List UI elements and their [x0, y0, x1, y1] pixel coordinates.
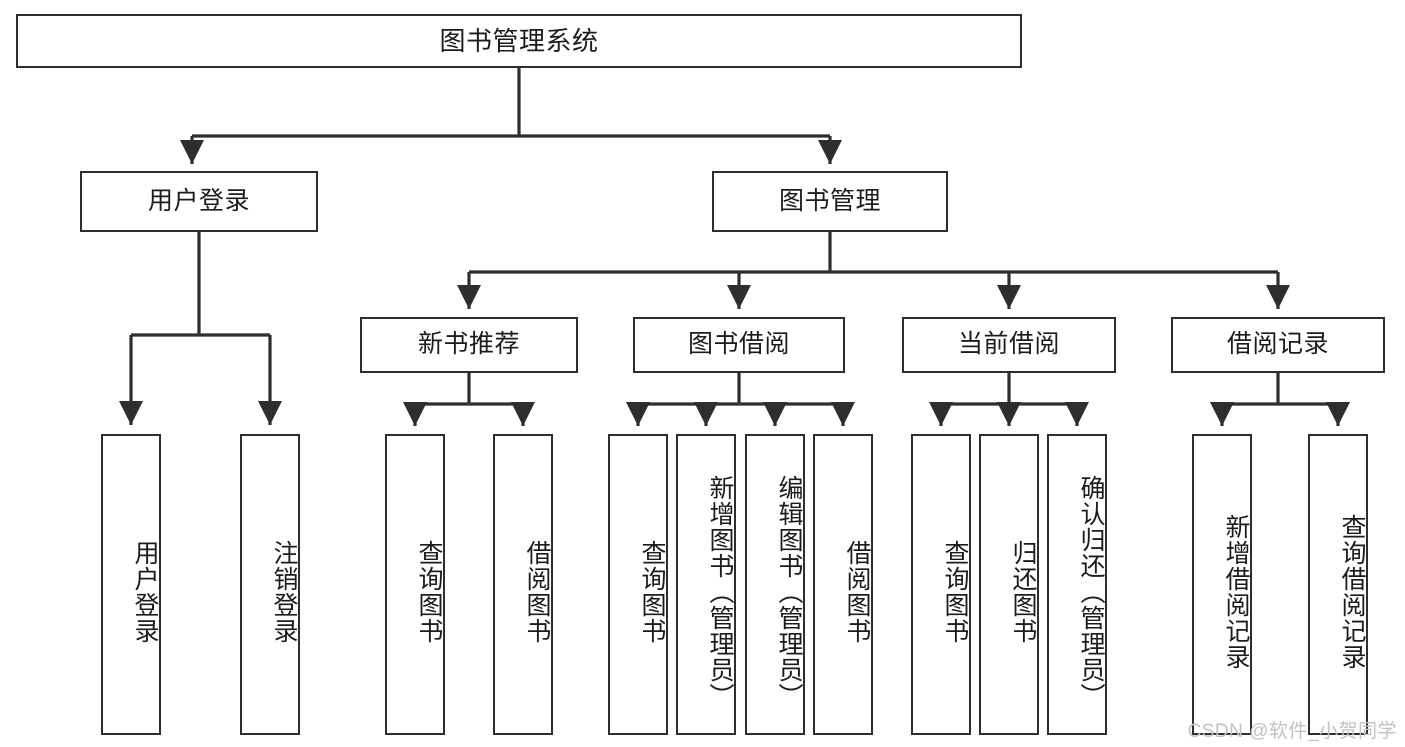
leaf-logout[interactable]: 注销登录 [240, 434, 300, 735]
node-user-login-label: 用户登录 [147, 186, 250, 215]
node-book-manage[interactable]: 图书管理 [712, 171, 948, 232]
node-root-label: 图书管理系统 [439, 25, 599, 56]
node-book-borrow[interactable]: 图书借阅 [633, 317, 845, 373]
leaf-borrow-book-2-label: 借阅图书 [843, 539, 871, 644]
node-user-login[interactable]: 用户登录 [80, 171, 318, 232]
node-new-book-rec[interactable]: 新书推荐 [360, 317, 578, 373]
leaf-logout-label: 注销登录 [270, 539, 298, 644]
leaf-query-book-3[interactable]: 查询图书 [911, 434, 971, 735]
leaf-borrow-book-1-label: 借阅图书 [523, 539, 551, 644]
node-book-manage-label: 图书管理 [778, 186, 881, 215]
leaf-return-book-label: 归还图书 [1009, 539, 1037, 644]
node-borrow-record[interactable]: 借阅记录 [1171, 317, 1385, 373]
leaf-query-book-1[interactable]: 查询图书 [385, 434, 445, 735]
node-book-borrow-label: 图书借阅 [687, 330, 790, 359]
leaf-query-record[interactable]: 查询借阅记录 [1308, 434, 1368, 735]
node-borrow-record-label: 借阅记录 [1226, 330, 1329, 359]
leaf-user-login-label: 用户登录 [131, 539, 159, 644]
node-current-borrow-label: 当前借阅 [957, 330, 1060, 359]
watermark: CSDN @软件_小贺同学 [1187, 721, 1397, 742]
leaf-borrow-book-2[interactable]: 借阅图书 [813, 434, 873, 735]
leaf-query-book-1-label: 查询图书 [415, 539, 443, 644]
leaf-user-login[interactable]: 用户登录 [101, 434, 161, 735]
leaf-edit-book-label: 编辑图书（管理员） [775, 474, 803, 709]
node-new-book-rec-label: 新书推荐 [417, 330, 520, 359]
leaf-return-book[interactable]: 归还图书 [979, 434, 1039, 735]
leaf-query-book-3-label: 查询图书 [941, 539, 969, 644]
leaf-add-book-label: 新增图书（管理员） [706, 474, 734, 709]
leaf-confirm-return-label: 确认归还（管理员） [1077, 474, 1105, 709]
leaf-add-record[interactable]: 新增借阅记录 [1192, 434, 1252, 735]
leaf-add-book[interactable]: 新增图书（管理员） [676, 434, 736, 735]
node-current-borrow[interactable]: 当前借阅 [902, 317, 1116, 373]
node-root[interactable]: 图书管理系统 [16, 14, 1022, 68]
leaf-add-record-label: 新增借阅记录 [1222, 513, 1250, 670]
leaf-query-record-label: 查询借阅记录 [1338, 513, 1366, 670]
leaf-borrow-book-1[interactable]: 借阅图书 [493, 434, 553, 735]
leaf-edit-book[interactable]: 编辑图书（管理员） [745, 434, 805, 735]
leaf-query-book-2-label: 查询图书 [638, 539, 666, 644]
leaf-query-book-2[interactable]: 查询图书 [608, 434, 668, 735]
leaf-confirm-return[interactable]: 确认归还（管理员） [1047, 434, 1107, 735]
